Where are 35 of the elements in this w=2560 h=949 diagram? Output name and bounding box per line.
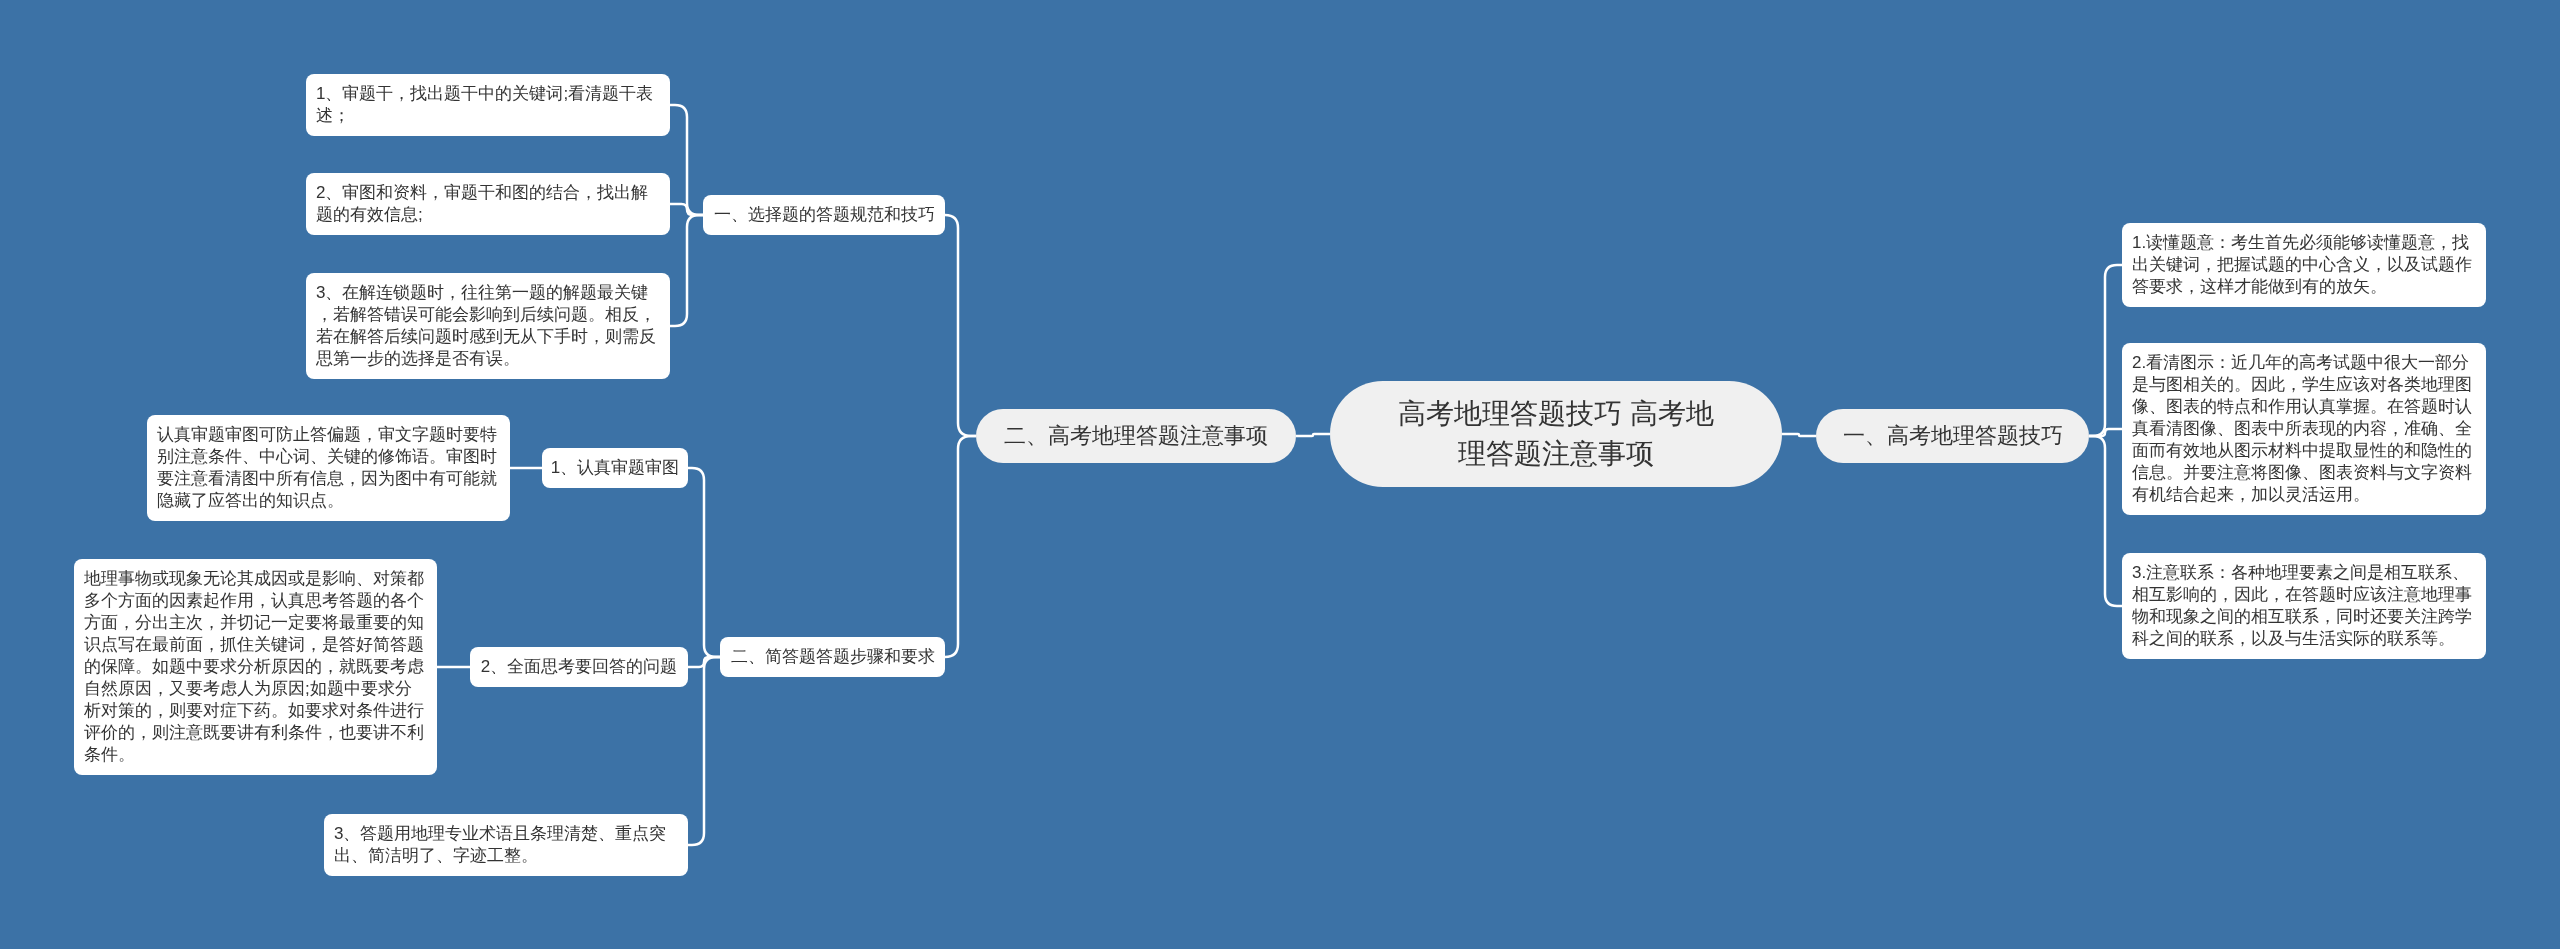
note-text: 2.看清图示：近几年的高考试题中很大一部分是与图相关的。因此，学生应该对各类地理图像、图表的特点和作用认真掌握。在答题时认真看清图像、图表中所表现的内容，准确、全面而有效地从图示材料中提取显性的和隐性的信息。并要注意将图像、图表资料与文字资料有机结合起来，加以灵活运用。: [2132, 352, 2473, 506]
branch-topic: [1816, 409, 2089, 463]
note-text: 1、审题干，找出题干中的关键词;看清题干表述；: [316, 83, 655, 127]
note-text: 3、答题用地理专业术语且条理清楚、重点突出、简洁明了、字迹工整。: [334, 823, 668, 867]
connector-line: [1296, 432, 1330, 438]
note-card: [2122, 343, 2486, 515]
note-text: 2、审图和资料，审题干和图的结合，找出解题的有效信息;: [316, 182, 650, 226]
subtopic-card: [470, 647, 688, 687]
note-card: [306, 173, 670, 235]
connector-line: [1782, 432, 1816, 438]
subtopic-card: [703, 195, 945, 235]
note-card: [147, 415, 510, 521]
branch-text: 一、高考地理答题技巧: [1842, 422, 2063, 450]
note-text: 3、在解连锁题时，往往第一题的解题最关键，若解答错误可能会影响到后续问题。相反，若在解答后续问题时感到无从下手时，则需反思第一步的选择是否有误。: [316, 282, 657, 370]
note-text: 地理事物或现象无论其成因或是影响、对策都多个方面的因素起作用，认真思考答题的各个方面，分出主次，并切记一定要将最重要的知识点写在最前面，抓住关键词，是答好简答题的保障。如题中要求分析原因的，就既要考虑自然原因，又要考虑人为原因;如题中要求分析对策的，则要对症下药。如要求对条件进行评价的，则注意既要讲有利条件，也要讲不利条件。: [84, 568, 425, 766]
note-card: [2122, 223, 2486, 307]
subtopic-text: 二、简答题答题步骤和要求: [730, 646, 935, 668]
note-text: 认真审题审图可防止答偏题，审文字题时要特别注意条件、中心词、关键的修饰语。审图时要注意看清图中所有信息，因为图中有可能就隐藏了应答出的知识点。: [157, 424, 498, 512]
subtopic-text: 2、全面思考要回答的问题: [480, 656, 678, 678]
subtopic-text: 1、认真审题审图: [550, 457, 680, 479]
note-card: [306, 74, 670, 136]
topic-text: 高考地理答题技巧 高考地理答题注意事项: [1397, 397, 1715, 471]
note-text: 1.读懂题意：考生首先必须能够读懂题意，找出关键词，把握试题的中心含义，以及试题作答要求，这样才能做到有的放矢。: [2132, 232, 2473, 298]
subtopic-card: [542, 448, 688, 488]
branch-topic: [976, 409, 1296, 463]
note-text: 3.注意联系：各种地理要素之间是相互联系、相互影响的，因此，在答题时应该注意地理事物和现象之间的相互联系，同时还要关注跨学科之间的联系，以及与生活实际的联系等。: [2132, 562, 2473, 650]
subtopic-text: 一、选择题的答题规范和技巧: [713, 204, 935, 226]
connector-line: [510, 466, 542, 470]
note-card: [324, 814, 688, 876]
note-card: [306, 273, 670, 379]
branch-text: 二、高考地理答题注意事项: [1004, 422, 1268, 450]
subtopic-card: [720, 637, 945, 677]
connector-line: [943, 434, 976, 659]
note-card: [2122, 553, 2486, 659]
connector-line: [437, 665, 470, 669]
